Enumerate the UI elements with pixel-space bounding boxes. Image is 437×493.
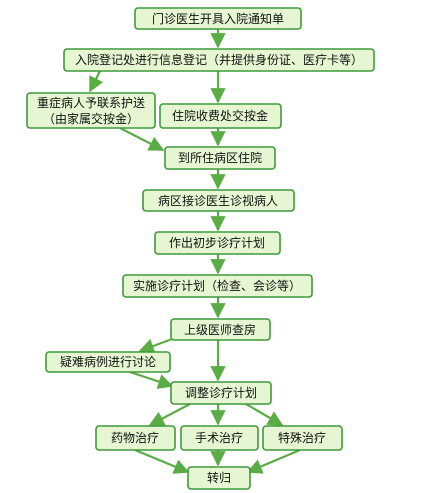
edge-discussion-to-adjust bbox=[129, 370, 174, 389]
node-special-treatment: 特殊治疗 bbox=[262, 425, 343, 451]
edge-adjust-to-drug bbox=[148, 403, 191, 426]
node-admission-registration-label: 入院登记处进行信息登记（并提供身份证、医疗卡等） bbox=[75, 52, 363, 67]
node-critical-escort-line2: （由家属交按金） bbox=[43, 111, 139, 126]
node-difficult-case-discussion: 疑难病例进行讨论 bbox=[45, 351, 171, 373]
node-adjust-plan-label: 调整诊疗计划 bbox=[185, 385, 257, 400]
edge-special-to-outcome bbox=[246, 448, 301, 474]
flow-edges bbox=[89, 29, 301, 474]
node-doctor-receives: 病区接诊医生诊视病人 bbox=[142, 189, 295, 212]
node-outpatient-notice: 门诊医生开具入院通知单 bbox=[134, 7, 302, 30]
node-difficult-case-discussion-label: 疑难病例进行讨论 bbox=[60, 354, 156, 369]
node-critical-escort-line1: 重症病人予联系护送 bbox=[37, 95, 145, 110]
node-go-to-ward-label: 到所住病区住院 bbox=[178, 150, 262, 165]
node-surgical-treatment-label: 手术治疗 bbox=[195, 431, 243, 445]
node-doctor-receives-label: 病区接诊医生诊视病人 bbox=[158, 193, 278, 208]
node-pay-deposit: 住院收费处交按金 bbox=[159, 103, 282, 129]
node-outpatient-notice-label: 门诊医生开具入院通知单 bbox=[152, 11, 284, 26]
edge-adjust-to-special bbox=[245, 403, 284, 426]
node-special-treatment-label: 特殊治疗 bbox=[278, 430, 326, 445]
node-senior-rounds-label: 上级医师查房 bbox=[184, 322, 256, 337]
node-admission-registration: 入院登记处进行信息登记（并提供身份证、医疗卡等） bbox=[63, 48, 375, 72]
node-transfer-outcome: 转归 bbox=[187, 466, 251, 490]
node-drug-treatment: 药物治疗 bbox=[95, 425, 176, 451]
node-surgical-treatment: 手术治疗 bbox=[180, 425, 259, 451]
node-implement-plan: 实施诊疗计划（检查、会诊等） bbox=[122, 274, 313, 298]
node-transfer-outcome-label: 转归 bbox=[207, 470, 231, 485]
node-critical-escort: 重症病人予联系护送 （由家属交按金） bbox=[26, 92, 156, 129]
node-go-to-ward: 到所住病区住院 bbox=[164, 146, 276, 170]
node-implement-plan-label: 实施诊疗计划（检查、会诊等） bbox=[133, 278, 301, 293]
node-initial-plan-label: 作出初步诊疗计划 bbox=[169, 236, 265, 250]
node-pay-deposit-label: 住院收费处交按金 bbox=[172, 108, 268, 123]
node-drug-treatment-label: 药物治疗 bbox=[111, 431, 159, 445]
node-senior-rounds: 上级医师查房 bbox=[170, 318, 271, 341]
edge-registration-to-critical bbox=[89, 70, 104, 93]
node-adjust-plan: 调整诊疗计划 bbox=[170, 381, 272, 405]
node-initial-plan: 作出初步诊疗计划 bbox=[154, 231, 281, 255]
edge-critical-to-ward bbox=[119, 127, 165, 151]
edge-drug-to-outcome bbox=[134, 448, 190, 474]
